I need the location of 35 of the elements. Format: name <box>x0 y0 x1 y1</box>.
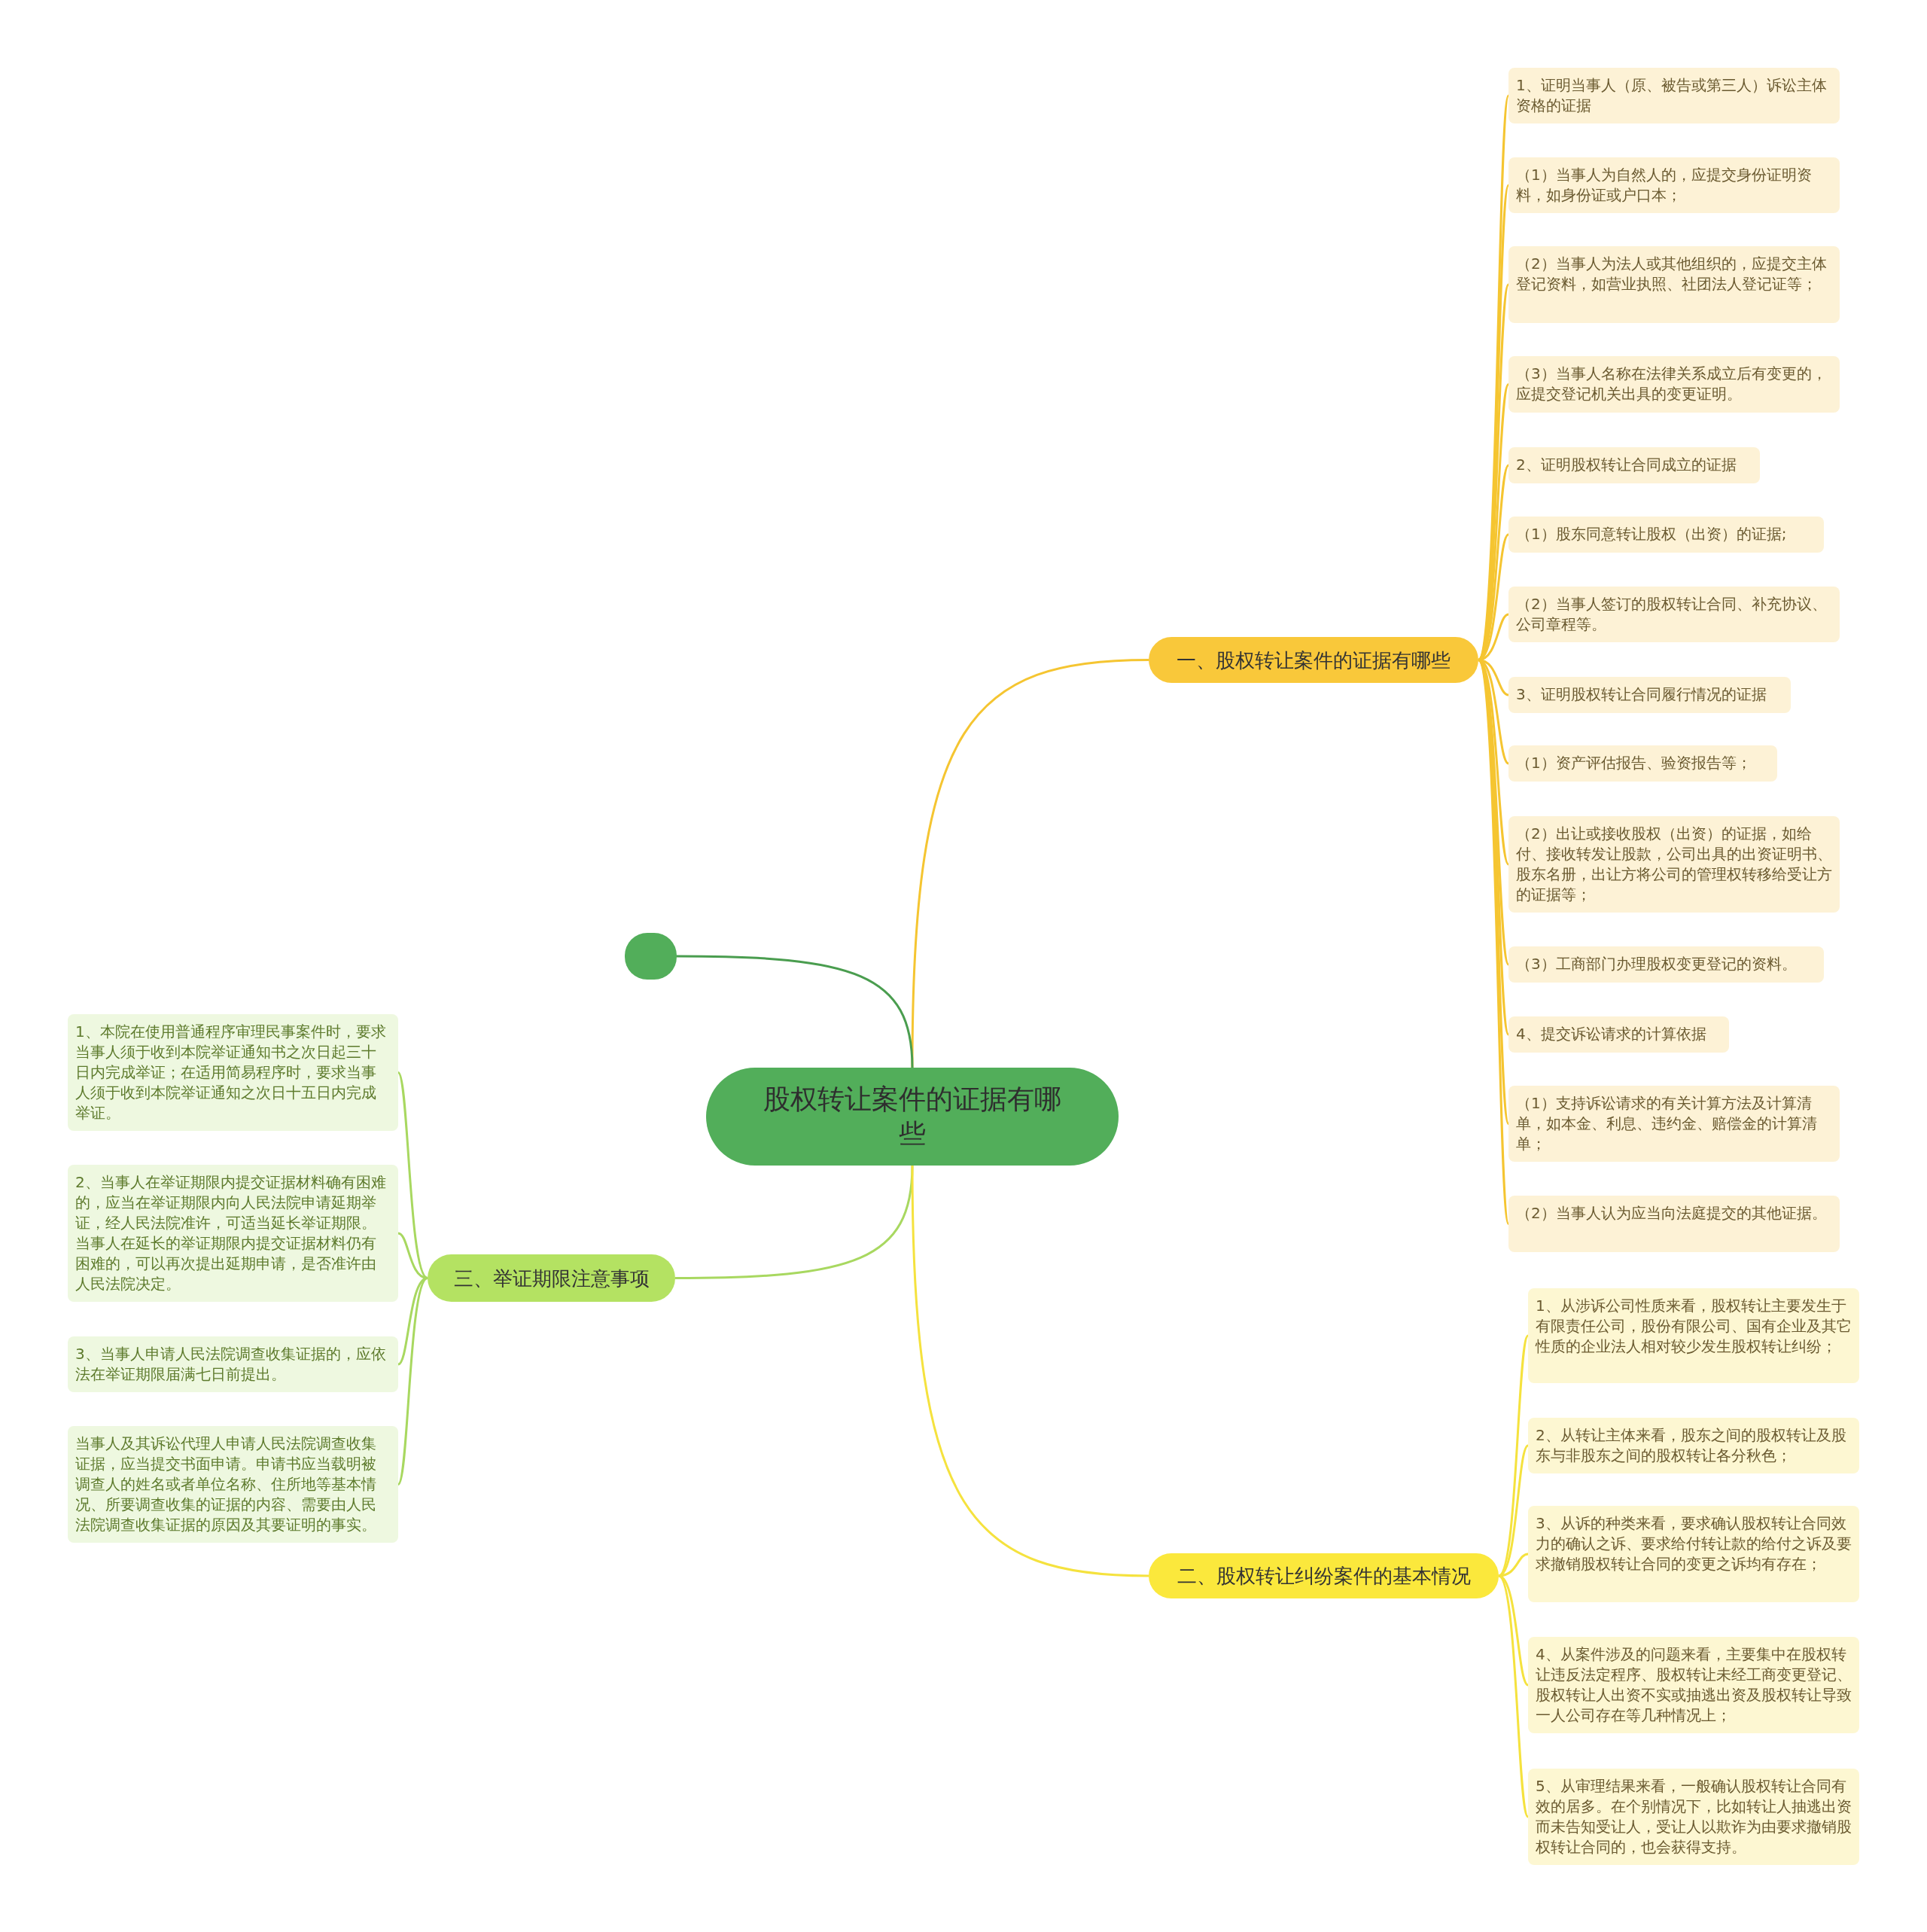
note-box: 1、证明当事人（原、被告或第三人）诉讼主体资格的证据 <box>1508 68 1840 123</box>
connector-line <box>397 1277 428 1366</box>
central-topic: 股权转让案件的证据有哪些 <box>706 1068 1119 1166</box>
note-box: 1、本院在使用普通程序审理民事案件时，要求当事人须于收到本院举证通知书之次日起三十日内完成举证；在适用简易程序时，要求当事人须于收到本院举证通知之次日十五日内完成举证。 <box>68 1014 398 1131</box>
note-box: 当事人及其诉讼代理人申请人民法院调查收集证据，应当提交书面申请。申请书应当载明被调查人的姓名或者单位名称、住所地等基本情况、所要调查收集的证据的内容、需要由人民法院调查收集证据的原因及其要证明的事实。 <box>68 1426 398 1543</box>
note-box: 2、从转让主体来看，股东之间的股权转让及股东与非股东之间的股权转让各分秋色； <box>1528 1418 1859 1473</box>
note-box: （3）工商部门办理股权变更登记的资料。 <box>1508 946 1824 983</box>
connector-line <box>911 1165 1149 1577</box>
note-box: 5、从审理结果来看，一般确认股权转让合同有效的居多。在个别情况下，比如转让人抽逃出资而未告知受让人，受让人以欺诈为由要求撤销股权转让合同的，也会获得支持。 <box>1528 1769 1859 1865</box>
empty-pill <box>625 933 677 980</box>
connector-line <box>675 1165 914 1279</box>
note-box: 3、证明股权转让合同履行情况的证据 <box>1508 677 1791 713</box>
note-box: （1）股东同意转让股权（出资）的证据; <box>1508 517 1824 553</box>
note-box: （1）资产评估报告、验资报告等； <box>1508 745 1777 782</box>
connector-line <box>677 955 914 1068</box>
note-box: 2、当事人在举证期限内提交证据材料确有困难的，应当在举证期限内向人民法院申请延期举证，经人民法院准许，可适当延长举证期限。当事人在延长的举证期限内提交证据材料仍有困难的，可以再次提出延期申请，是否准许由人民法院决定。 <box>68 1165 398 1302</box>
note-box: 1、从涉诉公司性质来看，股权转让主要发生于有限责任公司，股份有限公司、国有企业及其它性质的企业法人相对较少发生股权转让纠纷； <box>1528 1288 1859 1383</box>
note-box: 3、当事人申请人民法院调查收集证据的，应依法在举证期限届满七日前提出。 <box>68 1336 398 1392</box>
connector-line <box>397 1071 429 1279</box>
topic-pill: 一、股权转让案件的证据有哪些 <box>1149 637 1478 683</box>
note-box: （1）支持诉讼请求的有关计算方法及计算清单，如本金、利息、违约金、赔偿金的计算清单； <box>1508 1086 1840 1162</box>
topic-pill: 三、举证期限注意事项 <box>428 1254 675 1302</box>
note-box: （1）当事人为自然人的，应提交身份证明资料，如身份证或户口本； <box>1508 157 1840 213</box>
note-box: （2）当事人为法人或其他组织的，应提交主体登记资料，如营业执照、社团法人登记证等； <box>1508 246 1840 323</box>
note-box: 3、从诉的种类来看，要求确认股权转让合同效力的确认之诉、要求给付转让款的给付之诉及要求撤销股权转让合同的变更之诉均有存在； <box>1528 1506 1859 1602</box>
note-box: 2、证明股权转让合同成立的证据 <box>1508 447 1760 483</box>
connector-line <box>1497 1575 1530 1818</box>
connector-line <box>397 1277 429 1486</box>
note-box: （3）当事人名称在法律关系成立后有变更的，应提交登记机关出具的变更证明。 <box>1508 356 1840 413</box>
note-box: 4、提交诉讼请求的计算依据 <box>1508 1016 1729 1053</box>
topic-pill: 二、股权转让纠纷案件的基本情况 <box>1149 1553 1499 1598</box>
note-box: （2）出让或接收股权（出资）的证据，如给付、接收转发让股款，公司出具的出资证明书、股东名册，出让方将公司的管理权转移给受让方的证据等； <box>1508 816 1840 913</box>
note-box: （2）当事人签订的股权转让合同、补充协议、公司章程等。 <box>1508 587 1840 642</box>
note-box: （2）当事人认为应当向法庭提交的其他证据。 <box>1508 1196 1840 1252</box>
note-box: 4、从案件涉及的问题来看，主要集中在股权转让违反法定程序、股权转让未经工商变更登记、股权转让人出资不实或抽逃出资及股权转让导致一人公司存在等几种情况上； <box>1528 1637 1859 1733</box>
